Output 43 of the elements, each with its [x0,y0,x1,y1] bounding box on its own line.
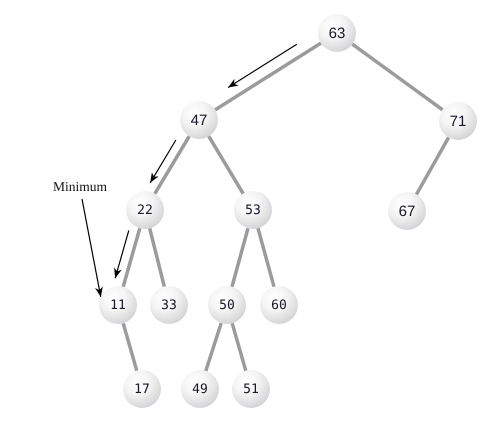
branch-line [351,42,444,112]
tree-node [439,102,477,140]
tree-node [150,286,188,324]
path-arrow [228,44,298,88]
node-value: 49 [192,382,208,396]
branch-line [148,228,166,288]
tree-node [260,286,298,324]
node-value: 67 [398,204,416,218]
branch-line [204,322,223,372]
node-value: 63 [328,26,346,40]
node-value: 51 [243,382,259,396]
tree-node [208,286,246,324]
node-value: 22 [137,204,153,216]
branch-line [230,322,248,372]
node-value: 50 [219,298,235,312]
tree-node [318,14,356,52]
path-arrow [150,140,176,184]
tree-node [123,370,161,408]
branch-line [122,322,138,372]
node-value: 71 [450,114,466,128]
node-value: 53 [245,204,261,216]
tree-node [232,370,270,408]
tree-node [99,286,137,324]
node-value: 47 [190,112,208,128]
branch-line [153,135,191,195]
node-value: 60 [271,298,287,312]
tree-node [126,191,164,229]
branch-line [214,42,322,112]
path-arrow [114,230,130,278]
leader-arrow [81,198,103,298]
branch-line [230,228,250,288]
tree-node [180,101,218,139]
branch-line [207,135,245,195]
annotation-label: Minimum [53,180,108,194]
node-value: 33 [161,298,177,312]
branch-line [122,228,142,288]
tree-node [388,192,426,230]
node-value: 17 [134,382,150,396]
node-value: 11 [110,298,126,312]
tree-node [234,191,272,229]
branch-line [256,228,276,288]
tree-node [181,370,219,408]
branch-line [414,136,450,196]
